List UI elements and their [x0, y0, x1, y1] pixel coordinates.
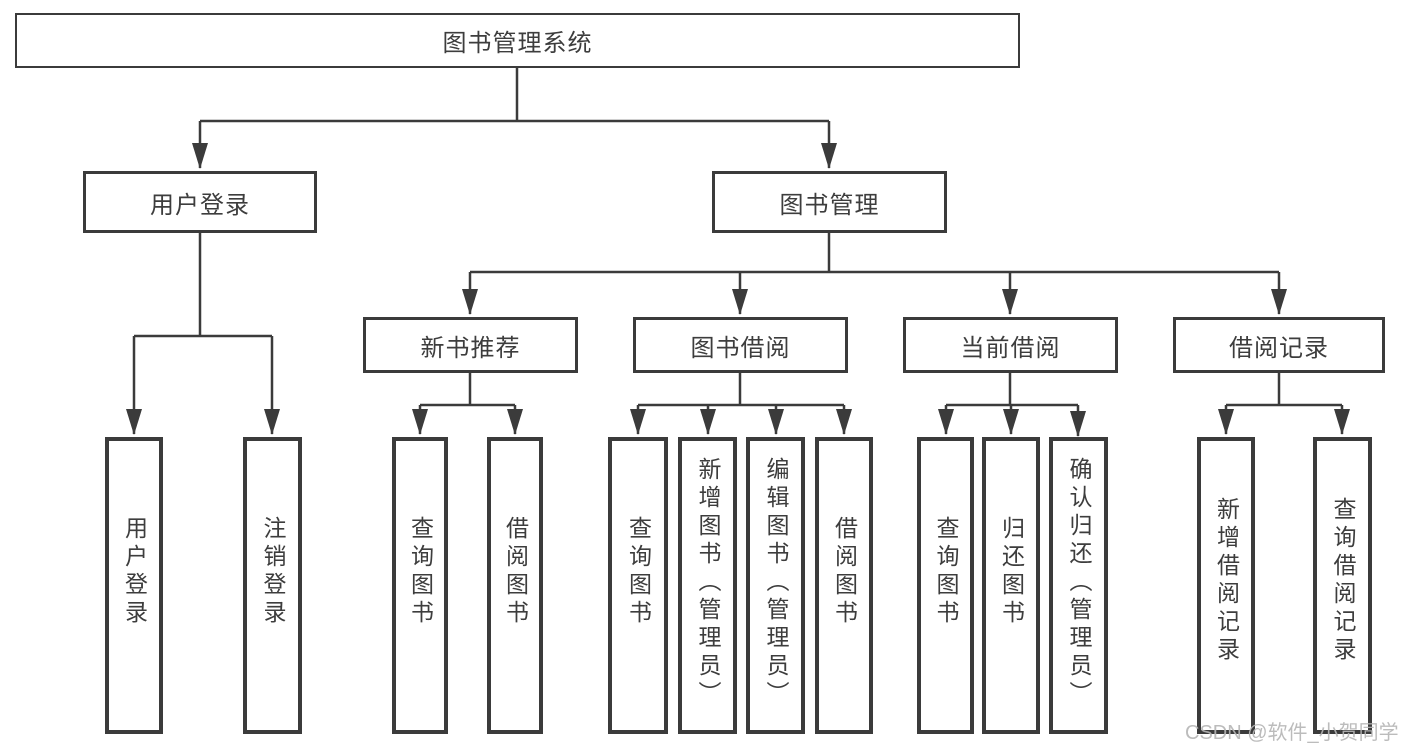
node-current-borrow-label: 当前借阅	[960, 334, 1061, 362]
node-new-book-recommend: 新书推荐	[363, 317, 578, 373]
leaf-logout-label: 注销登录	[260, 515, 286, 628]
watermark: CSDN @软件_小贺同学	[1185, 722, 1399, 744]
leaf-borrow-query-books-label: 查询图书	[625, 515, 652, 628]
leaf-current-confirm-return-admin-label: 确认归还（管理员）	[1066, 456, 1092, 709]
leaf-borrow-edit-books-admin-label: 编辑图书（管理员）	[763, 456, 789, 709]
node-system-root-label: 图书管理系统	[442, 30, 593, 57]
leaf-newbook-borrow-books-label: 借阅图书	[502, 515, 529, 628]
leaf-logout: 注销登录	[243, 437, 302, 734]
node-book-management-label: 图书管理	[779, 191, 880, 219]
node-user-login: 用户登录	[83, 171, 317, 233]
node-borrow-records-label: 借阅记录	[1229, 334, 1329, 362]
leaf-current-return-books: 归还图书	[982, 437, 1040, 734]
node-system-root: 图书管理系统	[15, 13, 1020, 68]
leaf-current-query-books: 查询图书	[917, 437, 974, 734]
leaf-user-login-label: 用户登录	[121, 515, 148, 628]
leaf-borrow-add-books-admin: 新增图书（管理员）	[678, 437, 737, 734]
node-book-borrow: 图书借阅	[633, 317, 848, 373]
leaf-records-add-record: 新增借阅记录	[1197, 437, 1255, 734]
node-book-borrow-label: 图书借阅	[690, 334, 791, 362]
leaf-records-query-record: 查询借阅记录	[1313, 437, 1372, 734]
leaf-newbook-query-books-label: 查询图书	[407, 515, 434, 628]
leaf-borrow-query-books: 查询图书	[608, 437, 668, 734]
node-borrow-records: 借阅记录	[1173, 317, 1385, 373]
leaf-borrow-borrow-books-label: 借阅图书	[831, 515, 858, 628]
leaf-borrow-add-books-admin-label: 新增图书（管理员）	[695, 456, 721, 709]
leaf-newbook-borrow-books: 借阅图书	[487, 437, 543, 734]
node-book-management: 图书管理	[712, 171, 947, 233]
node-current-borrow: 当前借阅	[903, 317, 1118, 373]
leaf-records-query-record-label: 查询借阅记录	[1330, 496, 1356, 665]
leaf-borrow-borrow-books: 借阅图书	[815, 437, 873, 734]
leaf-current-query-books-label: 查询图书	[933, 515, 959, 628]
leaf-borrow-edit-books-admin: 编辑图书（管理员）	[746, 437, 805, 734]
node-user-login-label: 用户登录	[150, 191, 250, 219]
leaf-current-confirm-return-admin: 确认归还（管理员）	[1049, 437, 1108, 734]
leaf-user-login: 用户登录	[105, 437, 163, 734]
leaf-newbook-query-books: 查询图书	[392, 437, 448, 734]
leaf-current-return-books-label: 归还图书	[998, 515, 1025, 628]
leaf-records-add-record-label: 新增借阅记录	[1213, 496, 1240, 665]
node-new-book-recommend-label: 新书推荐	[420, 334, 521, 362]
